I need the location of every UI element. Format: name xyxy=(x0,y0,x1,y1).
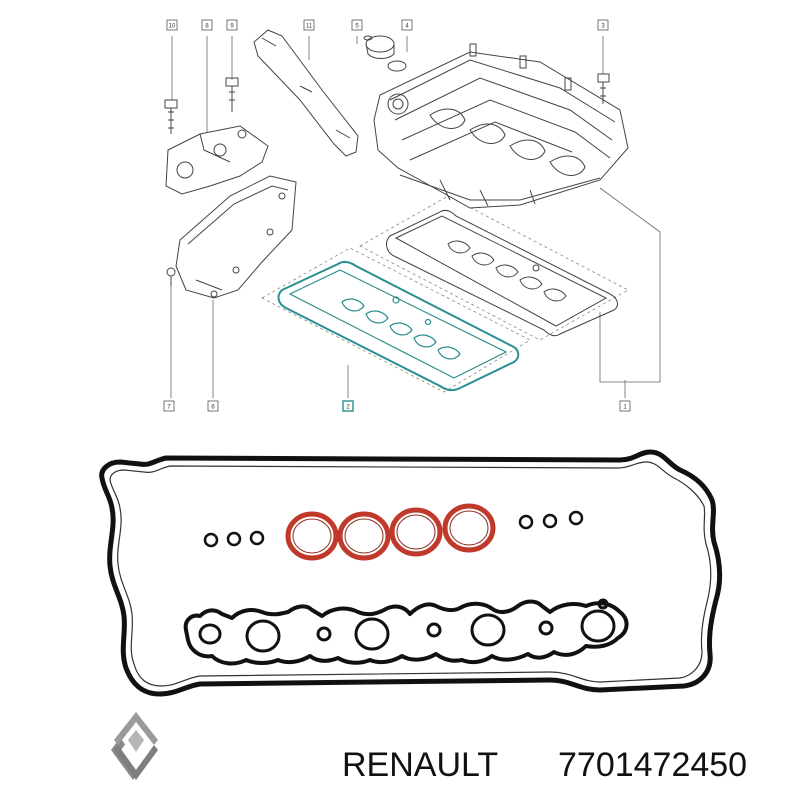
gasket-2-highlight xyxy=(277,260,520,392)
callout-label-7: 7 xyxy=(167,405,171,411)
timing-cover-drawing xyxy=(175,175,297,299)
valve-cover-gasket-inner xyxy=(109,461,712,687)
sleeve-part-drawing xyxy=(253,29,359,157)
exploded-view xyxy=(164,29,661,398)
bolts-drawing xyxy=(164,73,610,286)
callout-label-1: 1 xyxy=(623,405,627,411)
callout-box-3 xyxy=(597,19,609,31)
part-number: 7701472450 xyxy=(558,746,747,784)
brand-name: RENAULT xyxy=(342,746,498,784)
gasket-1-drawing xyxy=(386,209,618,337)
callout-label-2: 2 xyxy=(346,405,350,411)
callout-box-6 xyxy=(207,400,219,412)
callout-label-5: 5 xyxy=(355,24,359,30)
bracket-drawing xyxy=(165,125,269,195)
leader-lines xyxy=(170,36,661,398)
engine-cover-drawing xyxy=(373,43,629,209)
callout-label-4: 4 xyxy=(405,24,409,30)
gasket-set-photo xyxy=(99,449,723,697)
oil-cap-drawing xyxy=(363,35,407,72)
callout-label-10: 10 xyxy=(169,24,176,30)
callout-label-11: 11 xyxy=(306,24,313,30)
gasket-1-outline xyxy=(359,195,629,341)
callout-label-8: 8 xyxy=(205,24,209,30)
brand-logo xyxy=(114,712,158,780)
callout-box-5 xyxy=(351,19,363,31)
callout-labels: 1 2 3 4 5 6 7 8 9 10 11 xyxy=(163,19,631,412)
injector-o-rings xyxy=(285,503,496,561)
callout-box-11 xyxy=(303,19,315,31)
callout-label-3: 3 xyxy=(601,24,605,30)
callout-box-7 xyxy=(163,400,175,412)
callout-label-9: 9 xyxy=(230,24,234,30)
valve-cover-gasket xyxy=(99,449,723,697)
callout-box-2 xyxy=(342,400,354,412)
callout-label-6: 6 xyxy=(211,405,215,411)
callout-box-8 xyxy=(201,19,213,31)
gasket-2-outline xyxy=(261,247,531,393)
callout-box-10 xyxy=(166,19,178,31)
callout-box-4 xyxy=(401,19,413,31)
intake-gasket xyxy=(183,599,629,666)
callout-box-1 xyxy=(619,400,631,412)
callout-box-9 xyxy=(226,19,238,31)
